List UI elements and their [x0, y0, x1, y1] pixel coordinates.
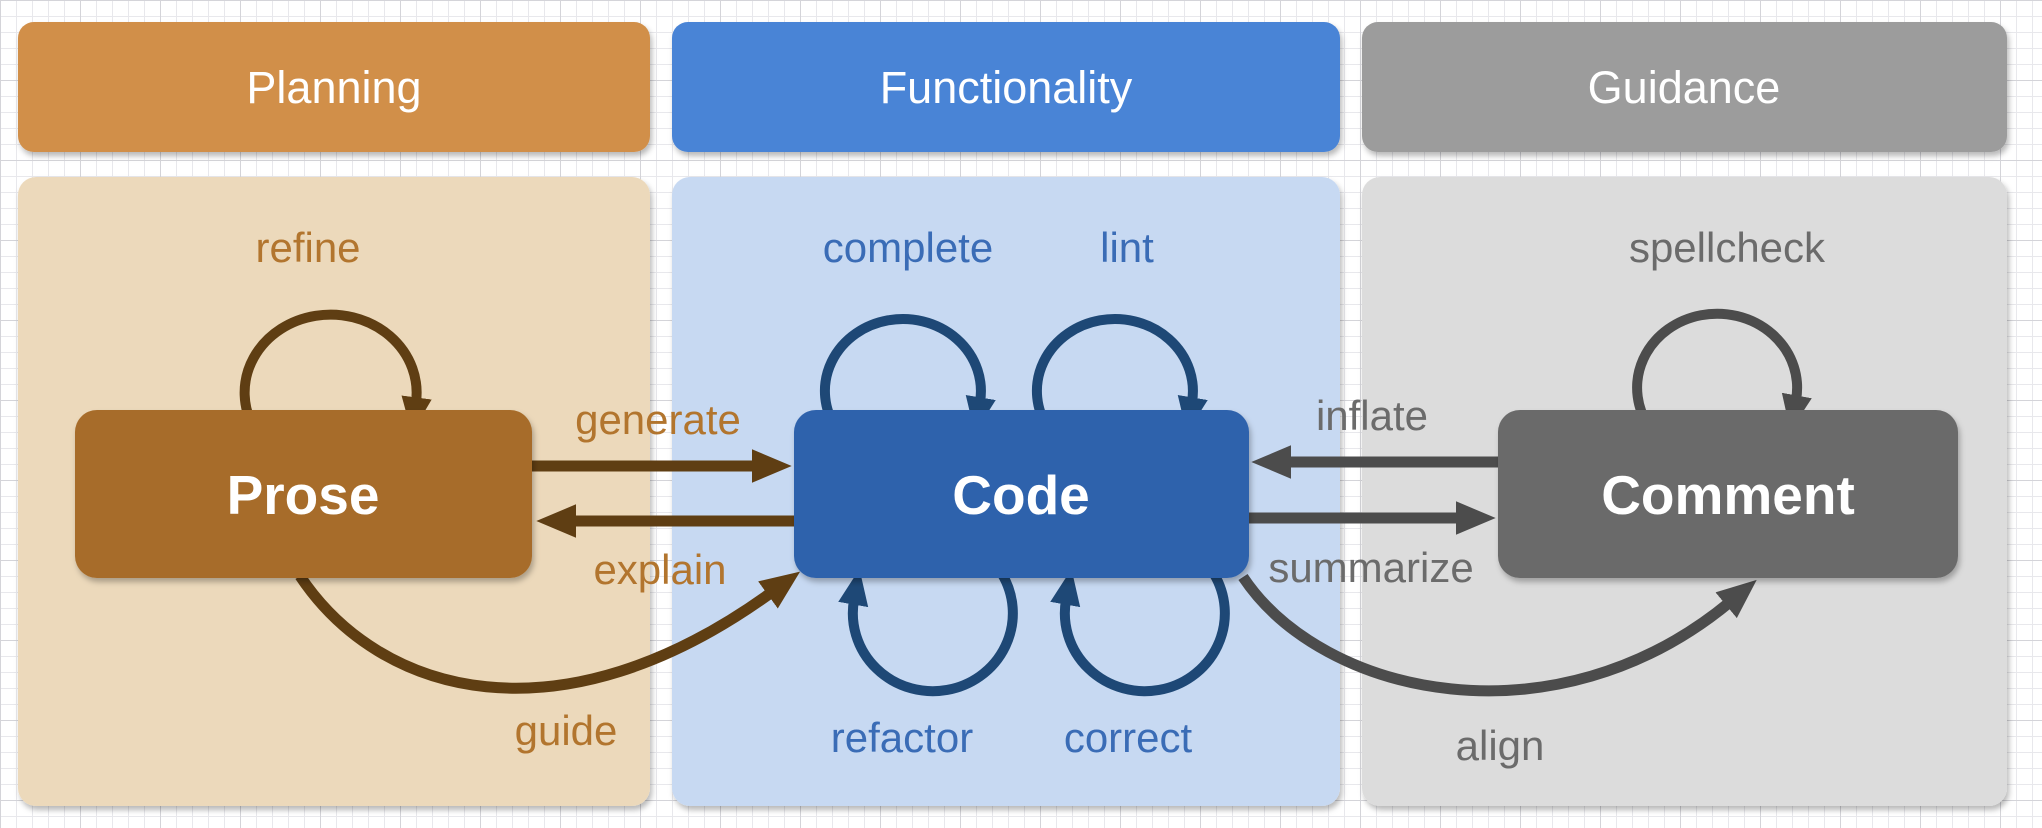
code-node-label: Code: [952, 464, 1090, 526]
refine-edge-label: refine: [255, 224, 360, 271]
correct-edge-label: correct: [1064, 714, 1193, 761]
comment-node-label: Comment: [1601, 464, 1855, 526]
spellcheck-self-loop-arrow: [1632, 308, 1812, 432]
explain-edge-label: explain: [593, 546, 726, 593]
planning-header-label: Planning: [246, 62, 421, 113]
complete-edge-label: complete: [823, 224, 993, 271]
guidance-header: [1362, 22, 2007, 152]
lint-self-loop-arrow: [1031, 314, 1208, 434]
prose-node: [75, 410, 532, 578]
guide-curve-arrow: [295, 571, 801, 694]
align-edge-label: align: [1456, 722, 1545, 769]
generate-edge-label: generate: [575, 396, 741, 443]
lint-edge-label: lint: [1100, 224, 1154, 271]
refactor-self-loop-arrow: [838, 568, 1018, 697]
refactor-edge-label: refactor: [831, 714, 973, 761]
refine-self-loop-arrow: [239, 309, 432, 434]
comment-node: [1498, 410, 1958, 578]
prose-node-label: Prose: [227, 464, 380, 526]
align-curve-arrow: [1238, 573, 1757, 697]
functionality-header-label: Functionality: [880, 62, 1133, 113]
guide-edge-label: guide: [515, 707, 618, 754]
correct-self-loop-arrow: [1050, 568, 1230, 697]
code-node: [794, 410, 1249, 578]
functionality-header: [672, 22, 1340, 152]
guidance-header-label: Guidance: [1588, 62, 1781, 113]
summarize-edge-label: summarize: [1268, 544, 1473, 591]
inflate-edge-label: inflate: [1316, 392, 1428, 439]
complete-self-loop-arrow: [819, 314, 996, 434]
planning-header: [18, 22, 650, 152]
spellcheck-edge-label: spellcheck: [1629, 224, 1826, 271]
